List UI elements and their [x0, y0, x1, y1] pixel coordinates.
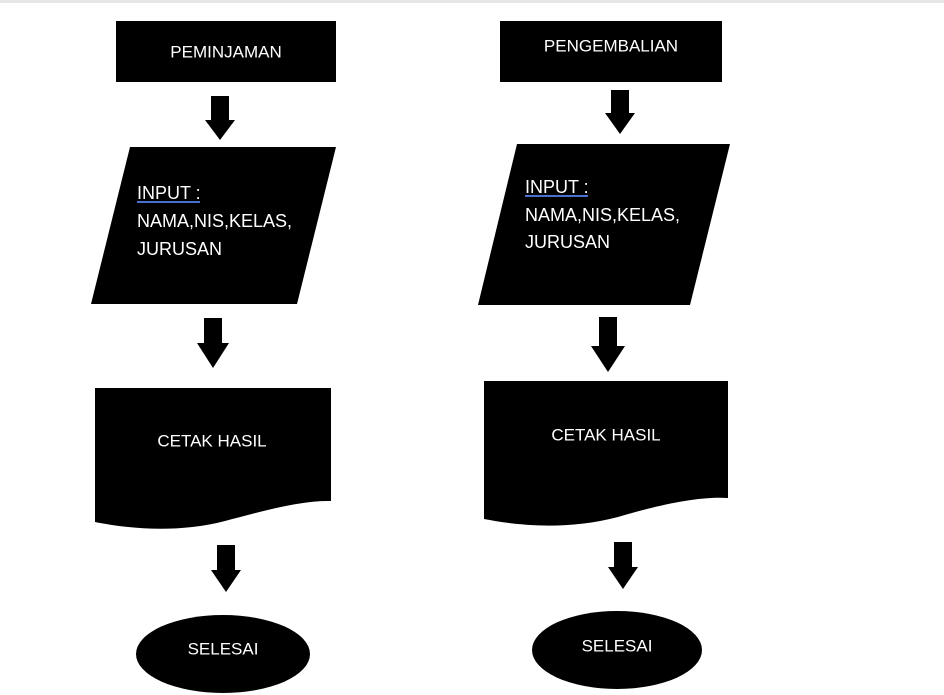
output-document-shape [95, 388, 331, 529]
flowchart-peminjaman: PEMINJAMAN INPUT : NAMA,NIS,KELAS, JURUS… [91, 21, 336, 693]
flowchart-pengembalian: PENGEMBALIAN INPUT : NAMA,NIS,KELAS, JUR… [478, 21, 730, 689]
input-parallelogram [91, 147, 336, 304]
input-fields-line-1: NAMA,NIS,KELAS, [137, 211, 292, 231]
input-fields-line-2: JURUSAN [137, 239, 222, 259]
output-label: CETAK HASIL [157, 431, 266, 450]
input-parallelogram [478, 144, 730, 305]
process-box-peminjaman [116, 21, 336, 82]
process-label-peminjaman: PEMINJAMAN [170, 42, 281, 61]
terminator-label: SELESAI [188, 639, 259, 658]
top-border [0, 0, 944, 3]
input-fields-line-1: NAMA,NIS,KELAS, [525, 205, 680, 225]
arrow-down-icon [197, 318, 229, 368]
input-header: INPUT : [137, 183, 201, 203]
arrow-down-icon [205, 96, 235, 140]
arrow-down-icon [605, 90, 635, 134]
output-document-shape [484, 381, 728, 526]
terminator-ellipse [136, 615, 310, 693]
arrow-down-icon [211, 545, 241, 592]
arrow-down-icon [608, 542, 638, 589]
arrow-down-icon [591, 317, 625, 372]
terminator-label: SELESAI [582, 636, 653, 655]
output-label: CETAK HASIL [551, 425, 660, 444]
input-header: INPUT : [525, 177, 589, 197]
process-box-pengembalian [500, 21, 722, 82]
process-label-pengembalian: PENGEMBALIAN [544, 36, 678, 55]
terminator-ellipse [532, 611, 702, 689]
input-fields-line-2: JURUSAN [525, 232, 610, 252]
